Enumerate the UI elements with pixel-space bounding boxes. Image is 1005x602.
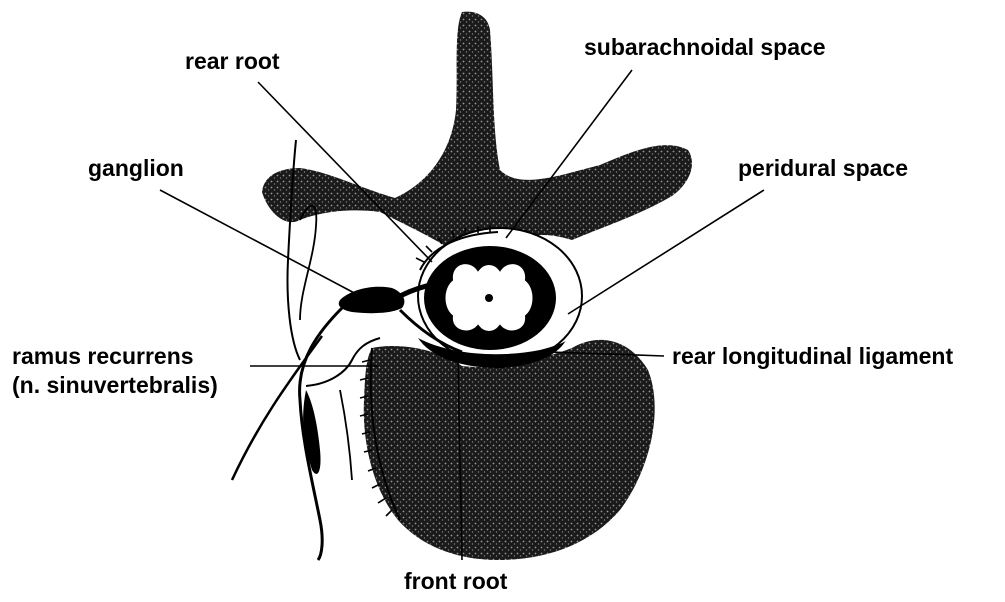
vertebral-body: [364, 340, 655, 560]
label-front-root: front root: [404, 568, 507, 594]
label-n-sinuvertebralis: (n. sinuvertebralis): [12, 372, 218, 398]
spinal-nerve-thick: [303, 390, 320, 474]
label-subarachnoidal-space: subarachnoidal space: [584, 34, 826, 60]
label-peridural-space: peridural space: [738, 155, 908, 181]
label-ganglion: ganglion: [88, 155, 184, 181]
label-rear-root: rear root: [185, 48, 280, 74]
label-ramus-recurrens: ramus recurrens: [12, 343, 194, 369]
label-rear-longitudinal-ligament: rear longitudinal ligament: [672, 343, 953, 369]
nerve-branch-dorsal: [300, 206, 316, 320]
central-canal: [485, 294, 493, 302]
ramus-recurrens-nerve-2: [340, 390, 352, 480]
